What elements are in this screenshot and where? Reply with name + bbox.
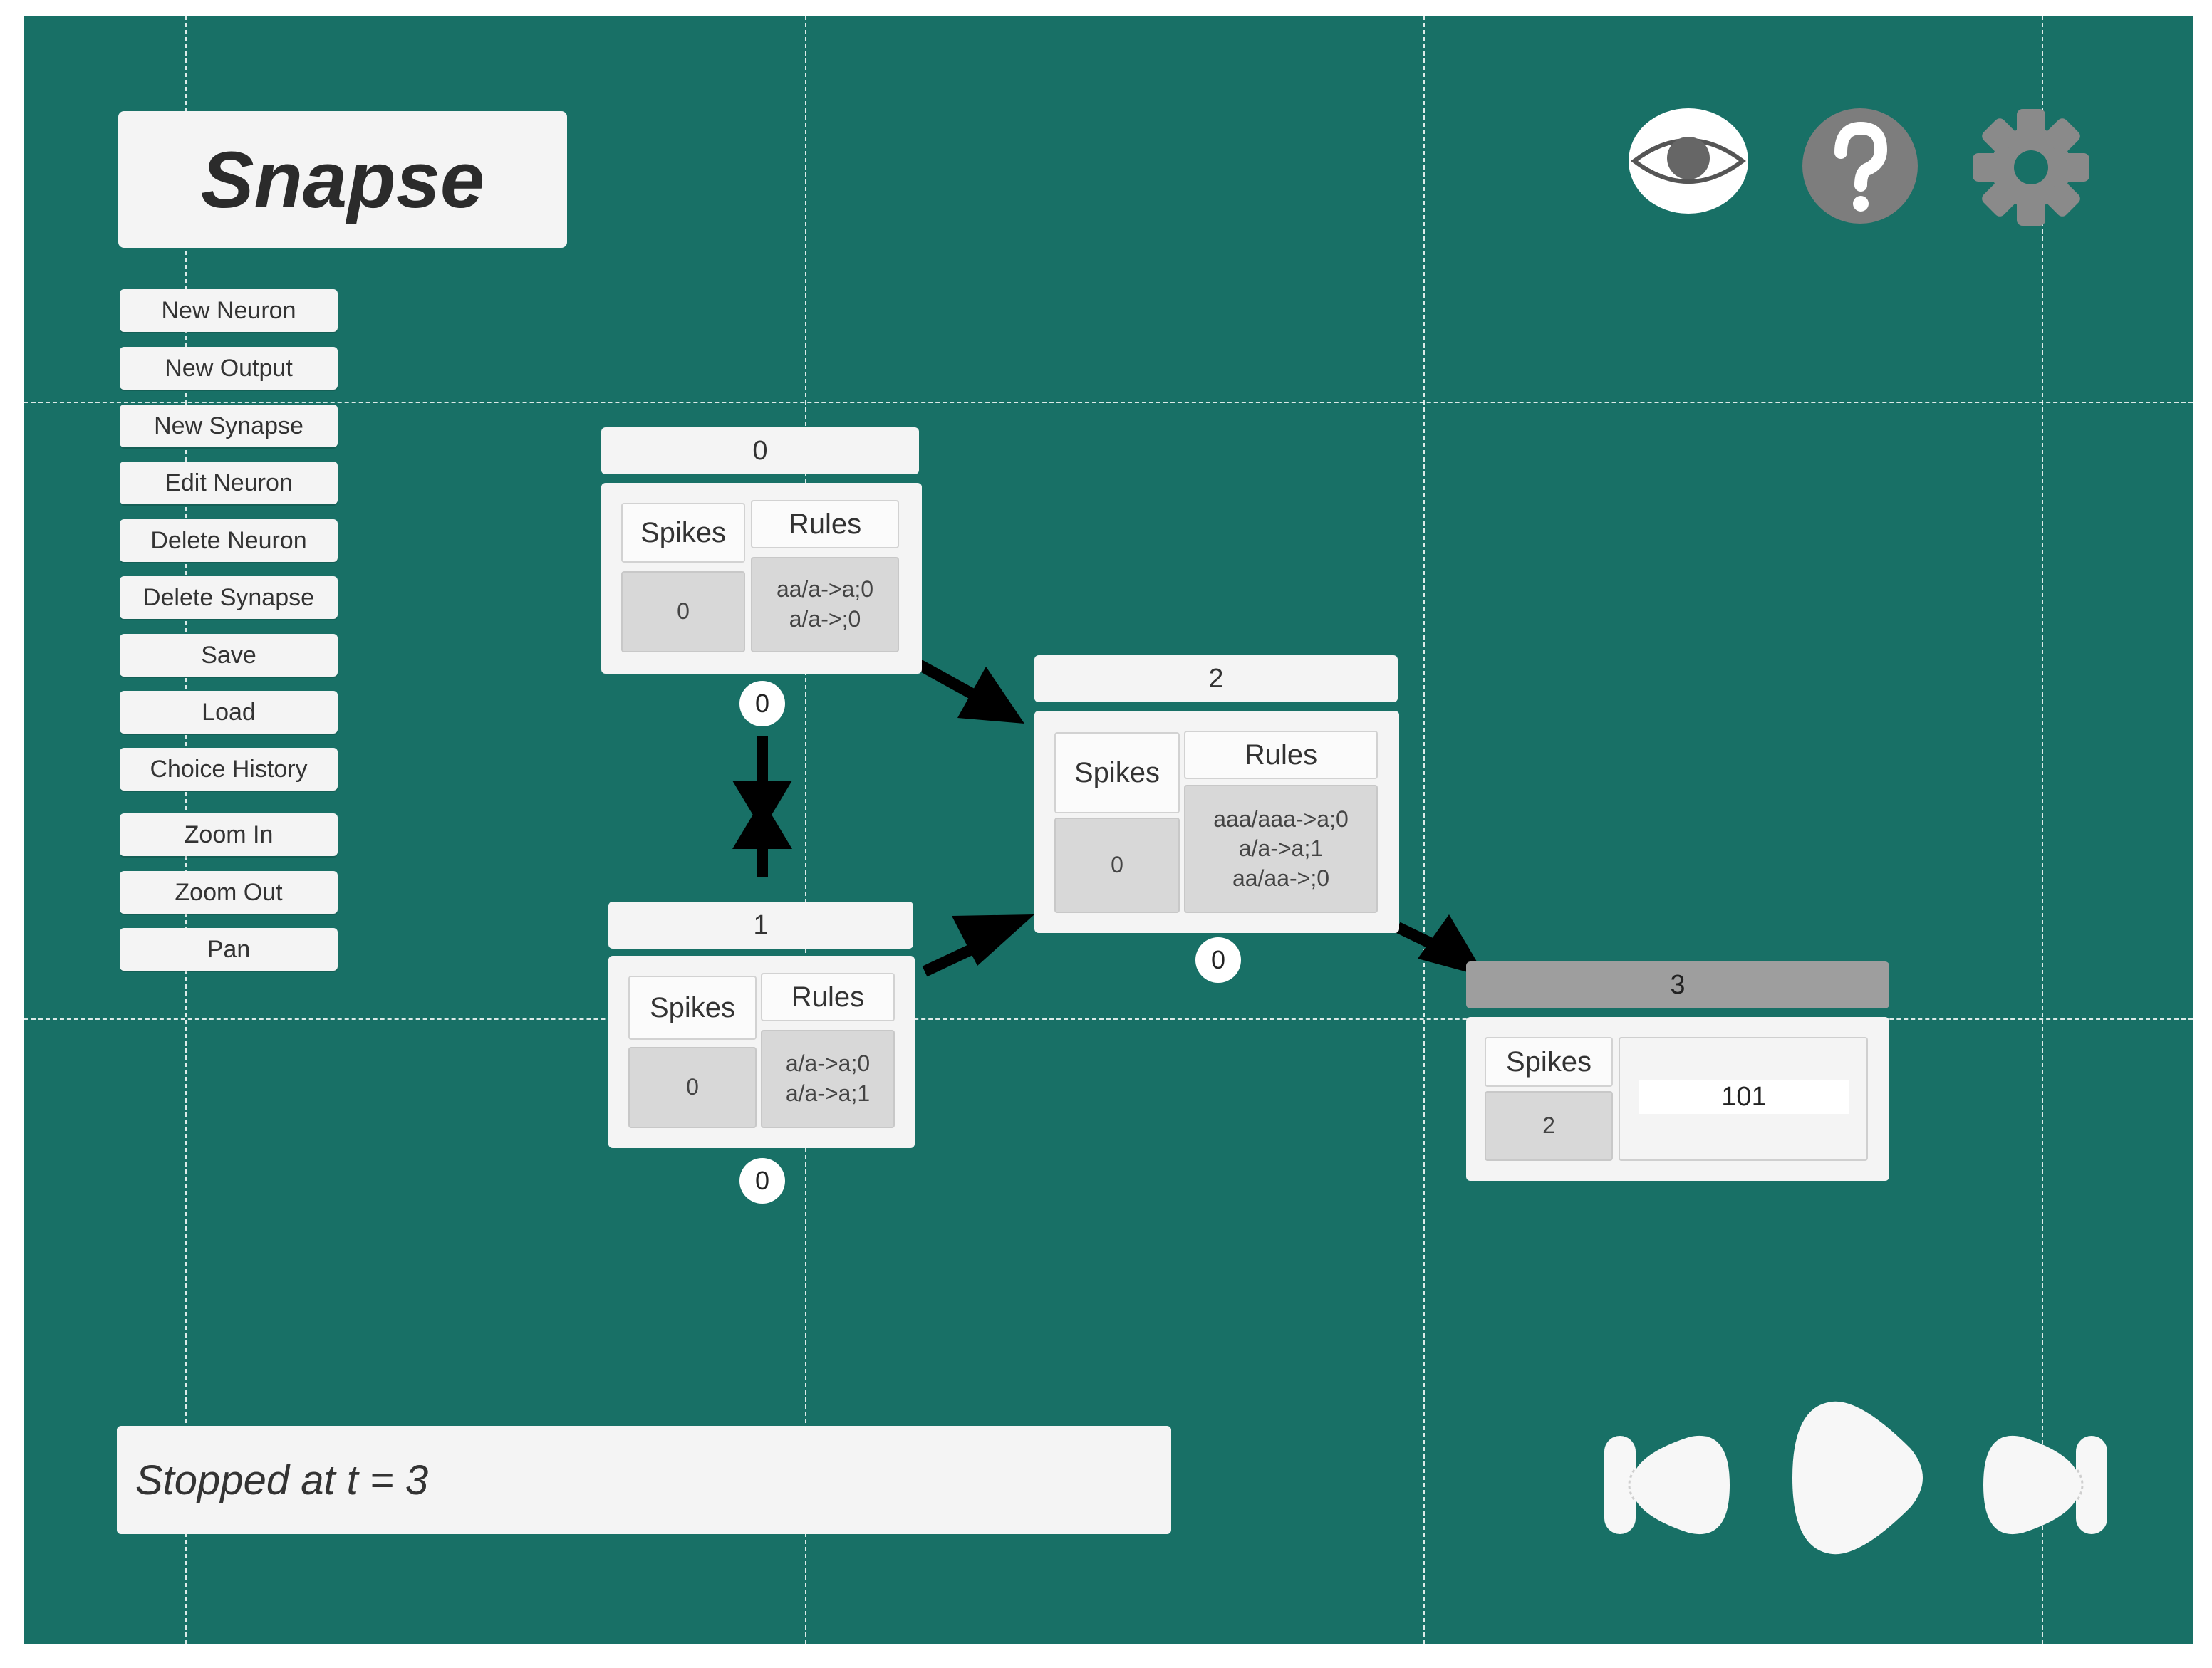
play-icon[interactable]: [1782, 1399, 1928, 1557]
new-synapse-button[interactable]: New Synapse: [120, 405, 338, 447]
rule: aa/a->a;0: [776, 576, 874, 603]
rules-list[interactable]: a/a->a;0 a/a->a;1: [761, 1030, 895, 1128]
new-output-button[interactable]: New Output: [120, 347, 338, 390]
neuron-body: Spikes Rules 0 a/a->a;0 a/a->a;1: [608, 956, 915, 1148]
rule: aa/aa->;0: [1232, 865, 1330, 891]
output-spike-train: 101: [1639, 1080, 1849, 1114]
grid-line: [24, 402, 2193, 403]
step-back-icon[interactable]: [1603, 1427, 1734, 1543]
neuron-2[interactable]: 2 Spikes Rules 0 aaa/aaa->a;0 a/a->a;1 a…: [1034, 655, 1399, 947]
neuron-1[interactable]: 1 Spikes Rules 0 a/a->a;0 a/a->a;1: [608, 902, 915, 1165]
neuron-title[interactable]: 0: [601, 427, 919, 474]
rule: a/a->a;1: [1238, 835, 1324, 862]
neuron-body: Spikes Rules 0 aaa/aaa->a;0 a/a->a;1 aa/…: [1034, 711, 1399, 933]
status-bar: Stopped at t = 3: [117, 1426, 1171, 1534]
rule: aaa/aaa->a;0: [1213, 806, 1349, 832]
zoom-in-button[interactable]: Zoom In: [120, 813, 338, 856]
grid-line: [2042, 16, 2043, 1644]
rules-header: Rules: [1184, 731, 1378, 779]
output-neuron-3[interactable]: 3 Spikes 2 101: [1466, 961, 1889, 1204]
neuron-body: Spikes 2 101: [1466, 1017, 1889, 1181]
rules-list[interactable]: aa/a->a;0 a/a->;0: [751, 557, 899, 652]
rule: a/a->;0: [789, 606, 861, 632]
neuron-title[interactable]: 3: [1466, 961, 1889, 1008]
spikes-header: Spikes: [621, 503, 745, 563]
delete-synapse-button[interactable]: Delete Synapse: [120, 576, 338, 619]
grid-line: [805, 16, 806, 1644]
workspace-canvas[interactable]: Snapse New Neuron New Output New Synapse…: [24, 16, 2193, 1644]
save-button[interactable]: Save: [120, 634, 338, 677]
grid-line: [24, 1018, 2193, 1020]
neuron-body: Spikes Rules 0 aa/a->a;0 a/a->;0: [601, 483, 922, 674]
spike-count[interactable]: 2: [1485, 1091, 1613, 1161]
neuron-title[interactable]: 2: [1034, 655, 1398, 702]
app-title: Snapse: [118, 111, 567, 248]
step-forward-icon[interactable]: [1980, 1427, 2109, 1543]
choice-history-button[interactable]: Choice History: [120, 748, 338, 791]
new-neuron-button[interactable]: New Neuron: [120, 289, 338, 332]
synapse-arrowhead: [957, 667, 1024, 724]
spikes-header: Spikes: [1054, 732, 1180, 813]
synapse-arrowhead: [952, 914, 1034, 966]
rule: a/a->a;0: [785, 1051, 871, 1077]
output-panel: 101: [1619, 1037, 1868, 1161]
eye-icon[interactable]: [1627, 107, 1750, 215]
neuron-1-delay-badge: 0: [739, 1158, 785, 1204]
rules-list[interactable]: aaa/aaa->a;0 a/a->a;1 aa/aa->;0: [1184, 785, 1378, 913]
help-icon[interactable]: [1801, 107, 1919, 225]
spike-count[interactable]: 0: [621, 571, 745, 652]
gear-icon[interactable]: [1970, 107, 2092, 228]
pan-button[interactable]: Pan: [120, 928, 338, 971]
rules-header: Rules: [751, 500, 899, 548]
rules-header: Rules: [761, 973, 895, 1021]
neuron-0-delay-badge: 0: [739, 681, 785, 726]
spikes-header: Spikes: [628, 976, 757, 1040]
spikes-header: Spikes: [1485, 1037, 1613, 1087]
spike-count[interactable]: 0: [628, 1047, 757, 1128]
rule: a/a->a;1: [785, 1080, 871, 1106]
zoom-out-button[interactable]: Zoom Out: [120, 871, 338, 914]
neuron-0[interactable]: 0 Spikes Rules 0 aa/a->a;0 a/a->;0: [601, 427, 922, 691]
delete-neuron-button[interactable]: Delete Neuron: [120, 519, 338, 562]
neuron-title[interactable]: 1: [608, 902, 913, 949]
edit-neuron-button[interactable]: Edit Neuron: [120, 462, 338, 504]
grid-line: [1423, 16, 1425, 1644]
spike-count[interactable]: 0: [1054, 818, 1180, 913]
load-button[interactable]: Load: [120, 691, 338, 734]
neuron-2-delay-badge: 0: [1195, 937, 1241, 983]
synapse-arrowhead: [732, 799, 792, 849]
